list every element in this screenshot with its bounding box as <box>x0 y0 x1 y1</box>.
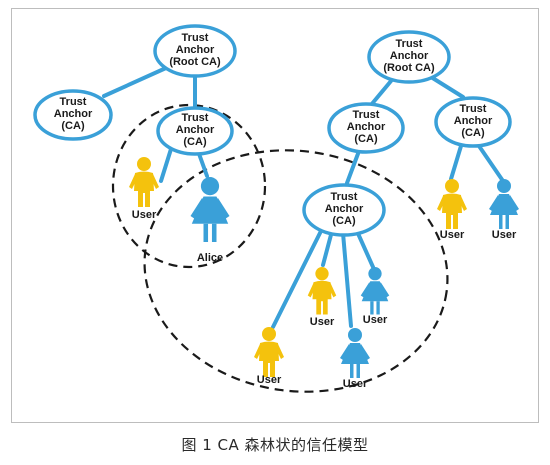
user-icon <box>307 267 337 315</box>
trust-domain-center <box>143 149 449 393</box>
user-icon <box>360 267 390 315</box>
node-line: Anchor <box>454 115 493 127</box>
edge-ca-center-to-user-c2 <box>354 227 375 269</box>
user-icon <box>254 327 284 377</box>
user-label-alice: Alice <box>197 252 223 264</box>
node-ca-center: Trust Anchor (CA) <box>302 183 386 237</box>
trust-domain-left <box>111 103 267 269</box>
user-label-user-c1: User <box>310 316 335 328</box>
user-label-user-c4: User <box>343 378 368 390</box>
node-root-ca-left: Trust Anchor (Root CA) <box>153 24 237 78</box>
user-icon <box>190 177 230 242</box>
node-line: (CA) <box>354 133 378 145</box>
node-ta-left: Trust Anchor (CA) <box>33 89 113 141</box>
node-line: Trust <box>182 32 209 44</box>
edge-ca-right-a-to-ca-center <box>345 149 361 185</box>
node-ca-right-a: Trust Anchor (CA) <box>327 102 405 154</box>
edge-ca-center-to-user-c3 <box>271 225 325 329</box>
user-icon <box>129 157 159 207</box>
node-line: Anchor <box>176 124 215 136</box>
node-ca-right-b: Trust Anchor (CA) <box>434 96 512 148</box>
node-line: Trust <box>460 103 487 115</box>
users-layer <box>129 157 519 378</box>
node-line: Anchor <box>325 203 364 215</box>
node-line: (CA) <box>183 136 207 148</box>
edge-ca-right-b-to-user-r1 <box>449 144 463 181</box>
user-label-user-r2: User <box>492 229 517 241</box>
edge-ca-right-b-to-user-r2 <box>477 144 505 183</box>
node-line: Anchor <box>347 121 386 133</box>
node-line: Anchor <box>54 108 93 120</box>
user-label-user-left: User <box>132 209 157 221</box>
user-icon <box>437 179 467 229</box>
edge-root-right-to-ca-right-a <box>369 79 393 107</box>
edge-ca-left-mid-to-user-left <box>159 147 173 183</box>
node-line: (Root CA) <box>169 56 221 68</box>
edge-ca-center-to-user-c1 <box>321 229 334 267</box>
node-line: Trust <box>353 109 380 121</box>
node-line: (Root CA) <box>383 62 435 74</box>
node-line: (CA) <box>332 215 356 227</box>
node-line: Anchor <box>176 44 215 56</box>
trust-forest-diagram: Trust Anchor (Root CA) Trust Anchor (CA)… <box>33 24 519 393</box>
edge-root-right-to-ca-right-b <box>429 75 465 99</box>
node-line: Trust <box>331 191 358 203</box>
user-label-user-c2: User <box>363 314 388 326</box>
node-line: Trust <box>396 38 423 50</box>
node-line: (CA) <box>61 120 85 132</box>
node-line: Anchor <box>390 50 429 62</box>
user-icon <box>489 179 519 229</box>
edge-ca-center-to-user-c4 <box>341 231 353 328</box>
figure-caption: 图 1 CA 森林状的信任模型 <box>181 436 369 454</box>
user-label-user-c3: User <box>257 374 282 386</box>
user-icon <box>340 328 370 378</box>
node-root-ca-right: Trust Anchor (Root CA) <box>367 30 451 84</box>
node-line: Trust <box>182 112 209 124</box>
node-line: (CA) <box>461 127 485 139</box>
user-label-user-r1: User <box>440 229 465 241</box>
node-ca-left-mid: Trust Anchor (CA) <box>156 106 234 156</box>
figure-frame: Trust Anchor (Root CA) Trust Anchor (CA)… <box>11 8 539 423</box>
edge-root-left-to-ta-left <box>102 66 168 98</box>
node-line: Trust <box>60 96 87 108</box>
